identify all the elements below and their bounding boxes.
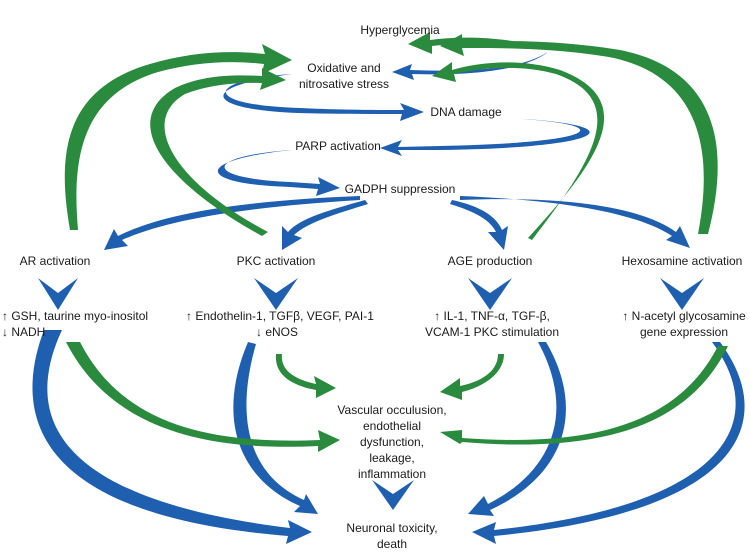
node-ar-activation: AR activation [20, 254, 91, 268]
node-pkc-activation: PKC activation [237, 254, 316, 268]
node-dna-damage: DNA damage [430, 105, 502, 119]
arrow-gadph-to-ar [104, 196, 360, 250]
arrow-green-ar-to-oxidative [64, 44, 292, 230]
arrow-gadph-to-age [450, 200, 508, 250]
node-parp-activation: PARP activation [295, 139, 381, 153]
node-hyperglycemia: Hyperglycemia [360, 23, 440, 37]
arrow-oxidative-to-dna [223, 74, 424, 121]
age-effects-line1: ↑ IL-1, TNF-α, TGF-β, [434, 309, 550, 323]
arrow-green-age-to-oxidative [432, 62, 605, 240]
arrow-hyperglycemia-to-oxidative [392, 52, 548, 80]
age-effects-line2: VCAM-1 PKC stimulation [425, 325, 559, 339]
ar-effects-line1: ↑ GSH, taurine myo-inositol [2, 309, 148, 323]
vascular-line5: inflammation [358, 467, 426, 481]
arrowhead-pkc-down [254, 278, 298, 310]
node-hexosamine-activation: Hexosamine activation [622, 254, 743, 268]
labels: Hyperglycemia Oxidative and nitrosative … [2, 23, 746, 551]
node-oxidative-stress-line1: Oxidative and [307, 61, 380, 75]
ar-effects-line2: ↓ NADH [2, 325, 45, 339]
arrow-ar-to-neuronal [32, 330, 312, 544]
arrow-pkc-to-neuronal [233, 342, 318, 514]
hexosamine-effects-line2: gene expression [640, 325, 728, 339]
arrow-parp-to-gadph [217, 150, 340, 196]
arrow-green-pkc-to-vascular [275, 354, 336, 398]
neuronal-line2: death [377, 537, 407, 551]
arrow-gadph-to-pkc [282, 200, 368, 250]
arrow-age-to-neuronal [468, 342, 566, 516]
arrow-green-ar-to-vascular [66, 342, 340, 452]
neuronal-line1: Neuronal toxicity, [346, 521, 437, 535]
vascular-line4: leakage, [369, 451, 414, 465]
arrowhead-ar-down [38, 278, 78, 310]
arrow-green-age-to-vascular [440, 354, 504, 400]
node-age-production: AGE production [448, 254, 533, 268]
vascular-line2: endothelial [363, 419, 421, 433]
arrow-gadph-to-hexosamine [460, 196, 690, 248]
arrowhead-vascular-down [372, 480, 414, 510]
vascular-line3: dysfunction, [360, 435, 424, 449]
arrowhead-age-down [468, 278, 512, 310]
hexosamine-effects-line1: ↑ N-acetyl glycosamine [622, 309, 746, 323]
node-oxidative-stress-line2: nitrosative stress [299, 77, 389, 91]
node-gadph-suppression: GADPH suppression [345, 182, 456, 196]
pkc-effects-line1: ↑ Endothelin-1, TGFβ, VEGF, PAI-1 [186, 309, 374, 323]
vascular-line1: Vascular occulusion, [337, 403, 446, 417]
arrows [32, 32, 745, 544]
arrow-green-hexosamine-to-vascular [440, 346, 728, 445]
arrow-dna-to-parp [380, 118, 590, 156]
arrow-green-pkc-to-oxidative [150, 68, 286, 236]
arrowhead-hexosamine-down [660, 278, 704, 310]
pkc-effects-line2: ↓ eNOS [256, 325, 298, 339]
